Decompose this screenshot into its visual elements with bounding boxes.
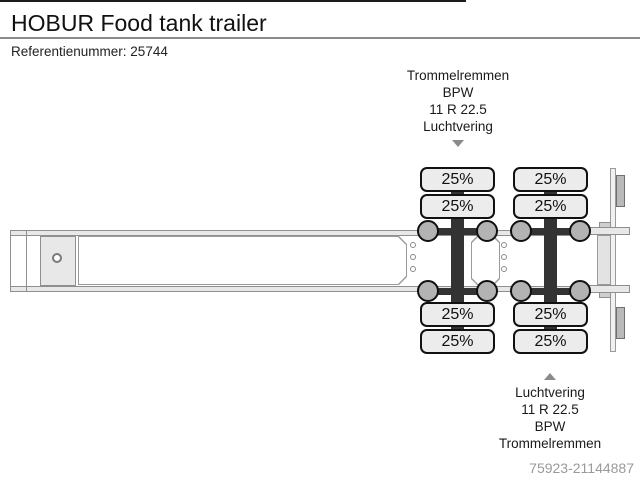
rear-axle-annotation: Luchtvering 11 R 22.5 BPW Trommelremmen [470,373,630,452]
tire-load: 25% [513,194,588,219]
suspension-arm [521,288,580,295]
annotation-line: BPW [534,419,566,434]
air-bellow [510,280,532,302]
axle-beam [451,214,464,306]
tire-load: 25% [513,302,588,327]
air-bellow [476,280,498,302]
front-axle-annotation: Trommelremmen BPW 11 R 22.5 Luchtvering [378,67,538,147]
rear-bracket [599,292,611,298]
tire-load: 25% [420,194,495,219]
axle-stub [544,324,557,331]
axle-beam [544,214,557,306]
rear-bracket [599,222,611,228]
beam-hole [501,254,507,260]
tire-load: 25% [420,329,495,354]
watermark-id: 75923-21144887 [529,460,634,476]
tire-load: 25% [513,167,588,192]
suspension-arm [428,288,487,295]
top-divider [0,0,466,2]
tire-load: 25% [420,167,495,192]
air-bellow [510,220,532,242]
rear-marker [616,175,625,207]
annotation-line: Trommelremmen [406,68,510,83]
annotation-line: 11 R 22.5 [429,102,487,117]
tire-load: 25% [513,329,588,354]
axle-stub [544,189,557,196]
air-bellow [569,220,591,242]
beam-hole [501,242,507,248]
annotation-line: Luchtvering [515,385,585,400]
air-bellow [417,220,439,242]
arrow-down-icon [452,140,464,147]
reference-number: Referentienummer: 25744 [11,44,168,59]
axle-stub [451,189,464,196]
air-bellow [476,220,498,242]
page-title: HOBUR Food tank trailer [11,10,267,36]
beam-web-panel [78,236,407,285]
air-bellow [569,280,591,302]
annotation-line: Luchtvering [423,119,493,134]
title-divider [0,37,640,39]
beam-web-panel [471,236,500,285]
beam-front-end [10,230,27,292]
annotation-line: Trommelremmen [498,436,602,451]
rear-marker [616,307,625,339]
annotation-line: 11 R 22.5 [521,402,579,417]
beam-hole [501,266,507,272]
tire-load: 25% [420,302,495,327]
suspension-arm [428,228,487,235]
suspension-arm [521,228,580,235]
beam-hole [410,242,416,248]
rear-crossmember [597,235,611,285]
axle-stub [451,324,464,331]
kingpin [52,253,62,263]
beam-hole [410,266,416,272]
air-bellow [417,280,439,302]
arrow-up-icon [544,373,556,380]
annotation-line: BPW [442,85,474,100]
beam-hole [410,254,416,260]
